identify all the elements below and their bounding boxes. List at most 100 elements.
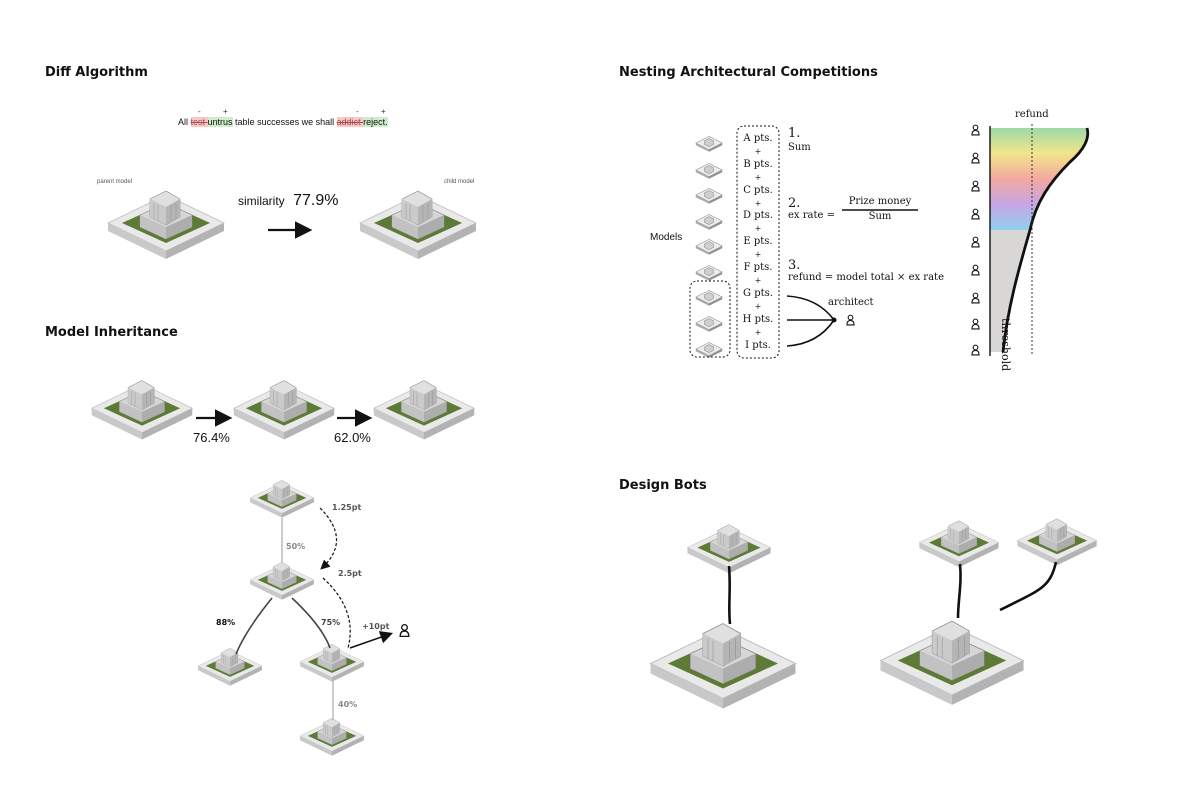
tree-middle-model: [249, 562, 315, 600]
tree-edge-right: [291, 597, 331, 649]
diff-deleted-text: addict: [336, 117, 364, 127]
ex-rate-denominator: Sum: [868, 211, 892, 222]
points-f: F pts.: [743, 262, 773, 274]
diff-deleted-text: test: [190, 117, 208, 127]
model-tile-icon: [695, 188, 723, 205]
architect-label: architect: [828, 297, 874, 308]
bot-link-3: [999, 561, 1058, 612]
plus-sign: +: [754, 250, 762, 260]
tree-similarity-right: 75%: [321, 618, 341, 627]
tree-bottom-model: [299, 718, 365, 756]
architect-icon: [846, 314, 855, 326]
flow-junction: [831, 317, 837, 323]
plus-sign: +: [754, 275, 762, 285]
points-g: G pts.: [743, 287, 773, 299]
points-bracket: [736, 125, 780, 359]
reward-arrow-3: [349, 631, 394, 649]
inheritance-model-3: [373, 380, 475, 440]
models-label: Models: [650, 232, 683, 243]
reward-label-1: 1.25pt: [332, 503, 362, 512]
reward-label-3: +10pt: [362, 622, 390, 631]
diff-minus-mark: -: [356, 107, 359, 116]
step2-text: ex rate =: [788, 210, 835, 221]
diff-word: table successes we shall: [232, 117, 337, 127]
plus-sign: +: [754, 301, 762, 311]
bot-link-1: [727, 565, 732, 625]
model-tile-icon: [695, 163, 723, 180]
diff-inserted-text: untrus: [207, 117, 233, 127]
points-e: E pts.: [743, 236, 773, 248]
model-tile-icon: [695, 136, 723, 153]
step2-number: 2.: [788, 196, 801, 211]
plus-sign: +: [754, 327, 762, 337]
plus-sign: +: [754, 172, 762, 182]
bot-large-model-1: [649, 622, 797, 710]
step1-number: 1.: [788, 126, 801, 141]
model-tile-icon: [695, 290, 723, 307]
similarity-readout: similarity 77.9%: [238, 192, 339, 210]
plus-sign: +: [754, 198, 762, 208]
refund-people: [971, 124, 980, 356]
person-icon: [971, 318, 980, 330]
inheritance-model-1: [91, 380, 193, 440]
points-b: B pts.: [743, 158, 773, 170]
tree-similarity-bottom: 40%: [338, 700, 358, 709]
architect-icon: [399, 624, 410, 637]
group-bracket: [689, 280, 731, 358]
parent-model-label: parent model: [97, 179, 133, 185]
points-d: D pts.: [743, 210, 773, 222]
child-model-label: child model: [444, 179, 475, 185]
reward-arrow-1: [319, 507, 338, 570]
points-h: H pts.: [742, 313, 774, 325]
step3-number: 3.: [788, 258, 801, 273]
tree-root-model: [249, 480, 315, 518]
model-tile-icon: [695, 239, 723, 256]
refund-curve: [1001, 127, 1090, 353]
bot-small-model-3: [1016, 518, 1098, 566]
model-tile-icon: [695, 265, 723, 282]
diff-word: All: [178, 117, 191, 127]
similarity-label: similarity: [238, 194, 285, 208]
plus-sign: +: [754, 224, 762, 234]
diff-plus-mark: +: [223, 107, 228, 116]
threshold-label: threshold: [999, 318, 1012, 372]
diff-inserted-text: reject.: [363, 117, 388, 127]
bot-small-model-2: [918, 520, 1000, 568]
reward-label-2: 2.5pt: [338, 569, 362, 578]
diff-sentence: All test untrus table successes we shall…: [178, 117, 388, 127]
person-icon: [971, 344, 980, 356]
person-icon: [971, 264, 980, 276]
person-icon: [971, 124, 980, 136]
flow-line-top: [786, 295, 835, 321]
inheritance-similarity-2: 62.0%: [334, 430, 371, 445]
model-tiles: [695, 136, 723, 359]
diff-minus-mark: -: [198, 107, 201, 116]
model-tile-icon: [695, 342, 723, 359]
inheritance-similarity-1: 76.4%: [193, 430, 230, 445]
model-tile-icon: [695, 214, 723, 231]
points-c: C pts.: [743, 184, 773, 196]
parent-model-image: [107, 190, 225, 260]
refund-axis-label: refund: [1015, 109, 1049, 120]
model-tile-icon: [695, 316, 723, 333]
ex-rate-numerator: Prize money: [848, 196, 912, 207]
tree-similarity-root: 50%: [286, 542, 306, 551]
points-i: I pts.: [745, 339, 771, 351]
step3-text: refund = model total × ex rate: [788, 272, 944, 283]
bot-large-model-2: [879, 620, 1025, 706]
bot-link-2: [956, 563, 962, 619]
refund-gradient-area: [990, 128, 1088, 230]
step1-text: Sum: [788, 142, 811, 153]
person-icon: [971, 292, 980, 304]
child-model-image: [359, 190, 477, 260]
reward-arrow-2: [322, 577, 351, 649]
inheritance-section-title: Model Inheritance: [45, 325, 178, 340]
person-icon: [971, 152, 980, 164]
inheritance-model-2: [233, 380, 335, 440]
tree-right-model: [299, 644, 365, 682]
person-icon: [971, 236, 980, 248]
similarity-value: 77.9%: [293, 192, 339, 209]
flow-line-bottom: [786, 319, 835, 347]
diff-plus-mark: +: [381, 107, 386, 116]
